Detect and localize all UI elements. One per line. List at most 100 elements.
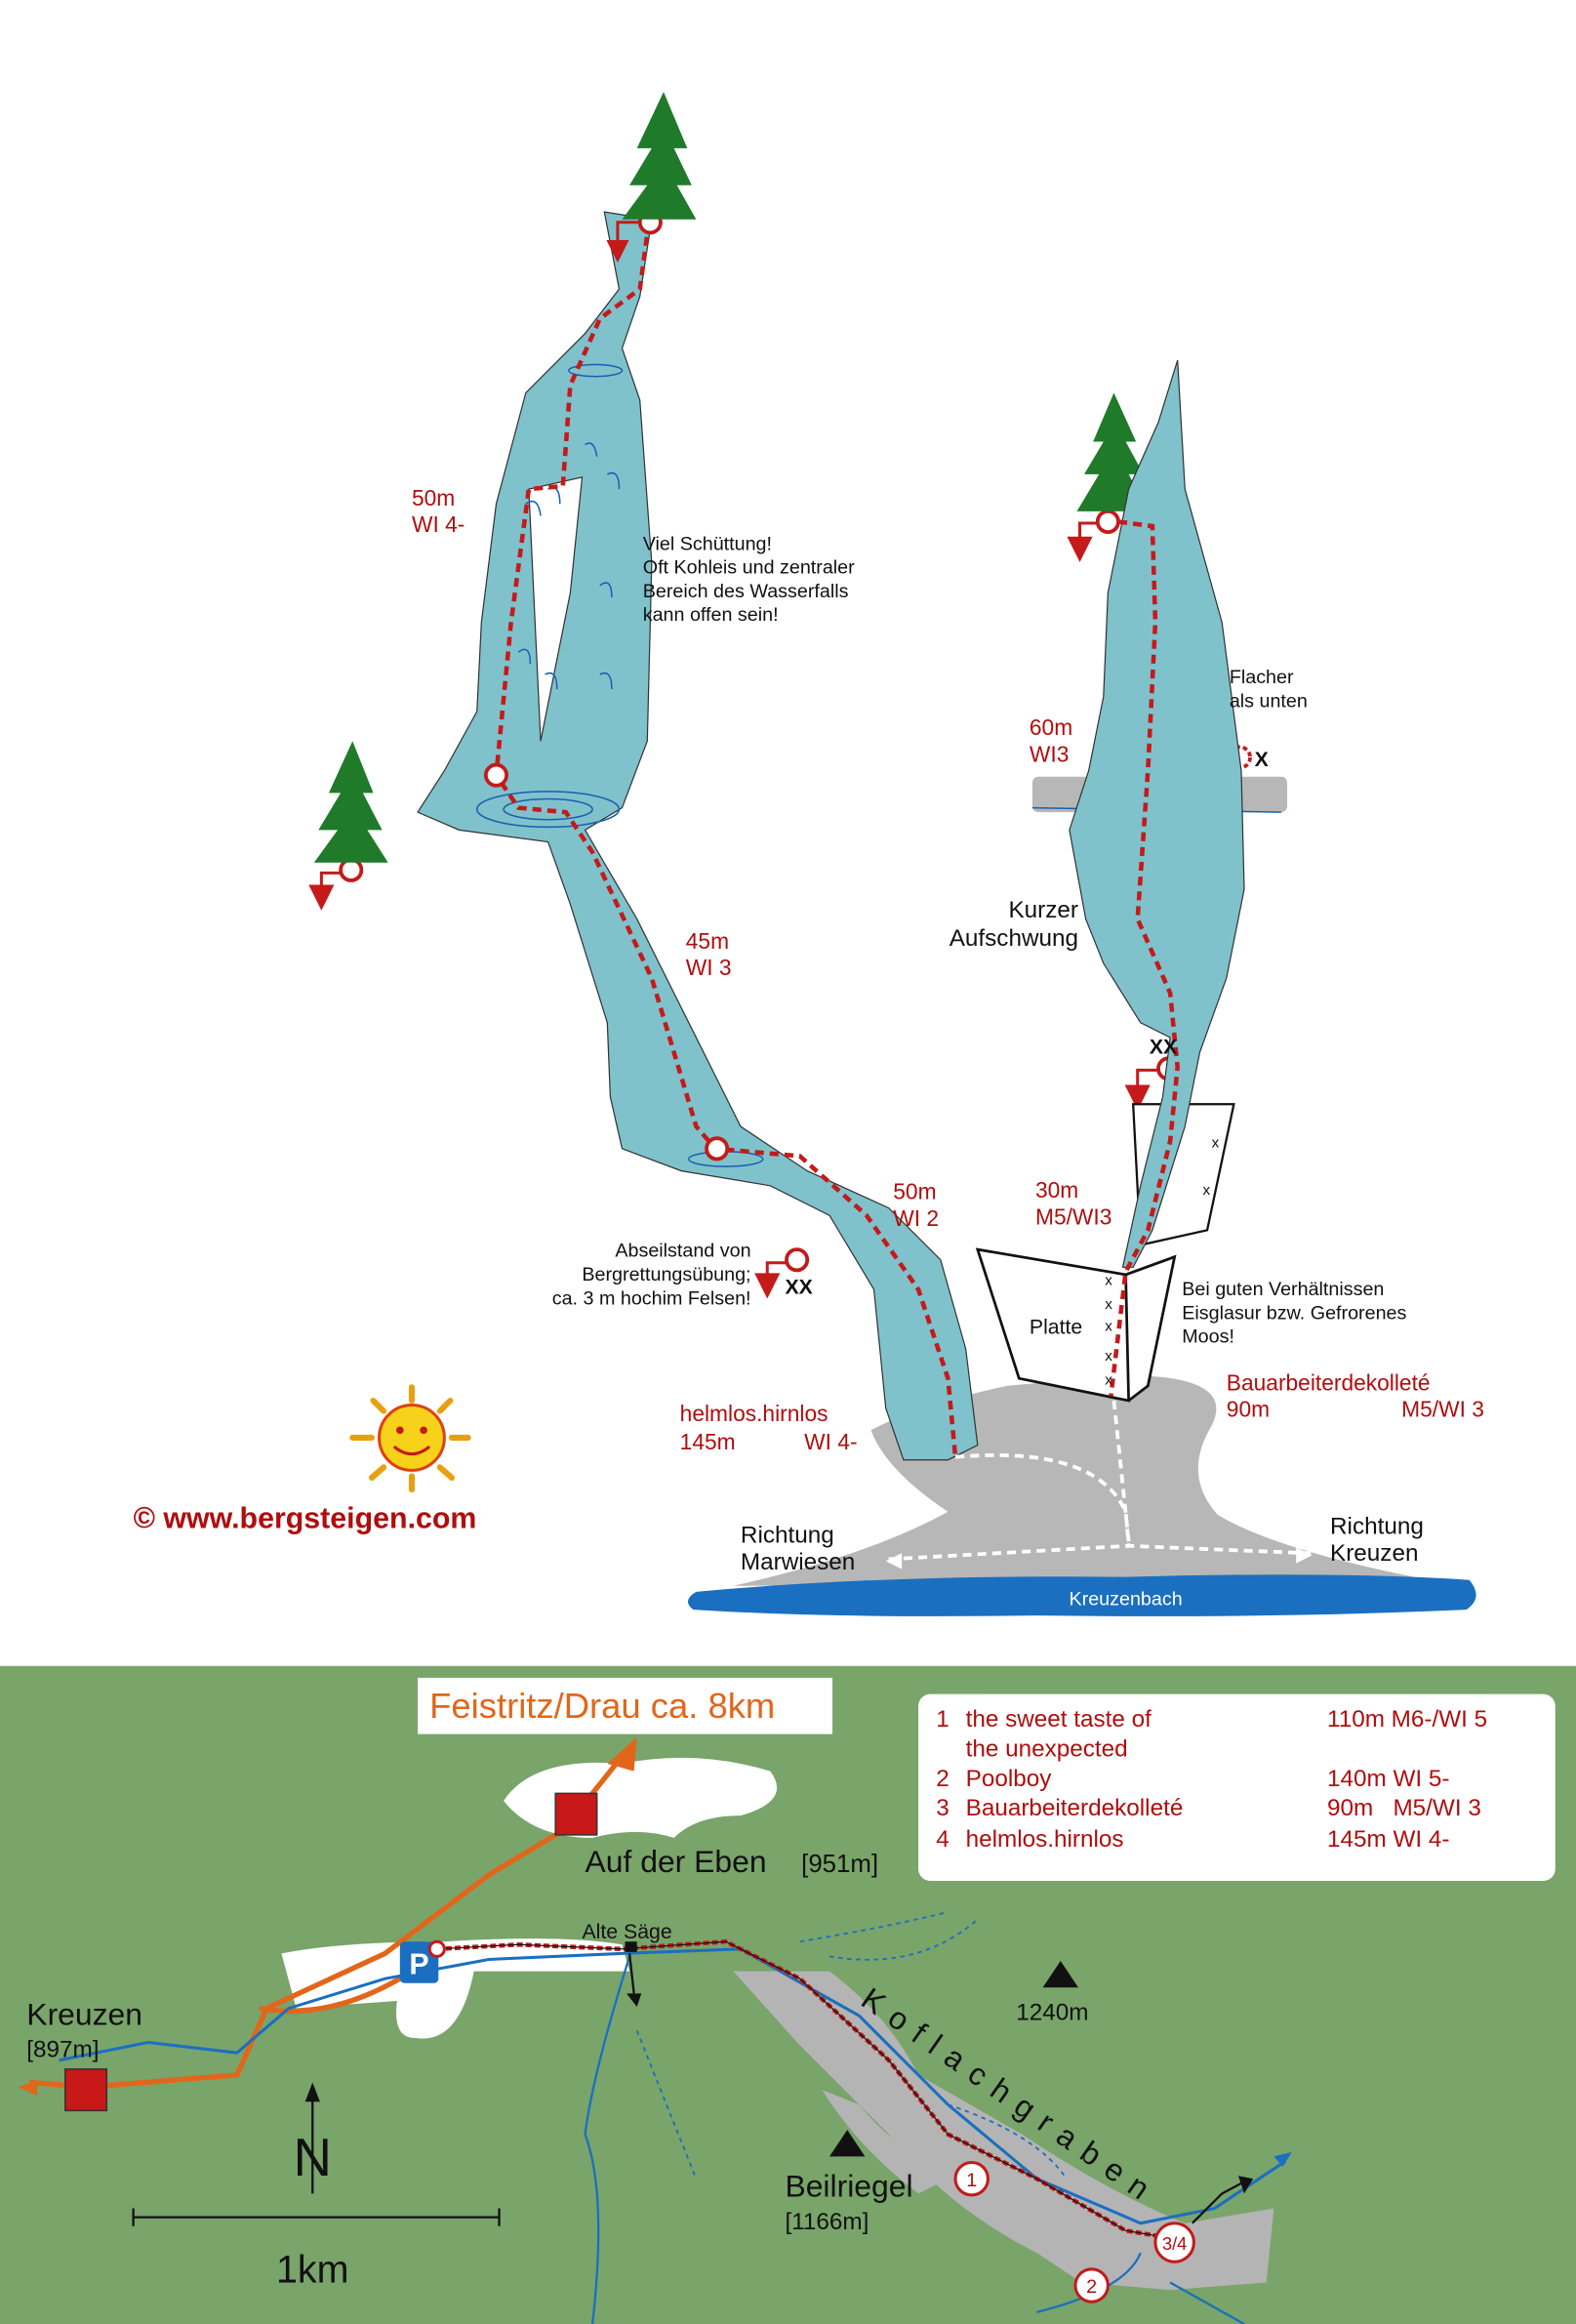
- route-helmlos-hirnlos: [494, 222, 958, 1457]
- creek-label: Kreuzenbach: [1069, 1589, 1182, 1610]
- svg-text:M5/WI 3: M5/WI 3: [1401, 1397, 1484, 1422]
- svg-text:[897m]: [897m]: [26, 2037, 99, 2063]
- svg-text:Viel Schüttung!: Viel Schüttung!: [643, 533, 772, 554]
- svg-text:Platte: Platte: [1030, 1316, 1082, 1339]
- destination-box: [418, 1677, 833, 1734]
- parking-label: P: [409, 1949, 428, 1981]
- svg-text:WI 4-: WI 4-: [412, 511, 465, 537]
- svg-text:Bereich des Wasserfalls: Bereich des Wasserfalls: [643, 581, 849, 602]
- tree-icon: [622, 92, 697, 220]
- svg-text:1km: 1km: [276, 2248, 349, 2291]
- saege-marker: [625, 1941, 637, 1952]
- right-waterfall-ice: [1069, 359, 1245, 1268]
- side-path: [627, 1953, 1245, 2224]
- svg-text:Beilriegel: Beilriegel: [785, 2168, 912, 2203]
- svg-text:140m WI 5-: 140m WI 5-: [1327, 1766, 1449, 1792]
- svg-text:Moos!: Moos!: [1182, 1326, 1234, 1348]
- dotted-streams: [635, 1910, 1068, 2180]
- svg-text:WI3: WI3: [1030, 742, 1069, 767]
- svg-text:90m: 90m: [1227, 1397, 1270, 1422]
- peak-icon: [829, 1960, 1078, 2157]
- svg-text:50m: 50m: [893, 1178, 936, 1203]
- route-bauarbeiterdekollete: [1109, 519, 1180, 1397]
- svg-text:Alte Säge: Alte Säge: [583, 1920, 672, 1943]
- svg-text:2: 2: [936, 1766, 950, 1792]
- svg-text:90m M5/WI 3: 90m M5/WI 3: [1327, 1795, 1481, 1821]
- svg-text:als unten: als unten: [1230, 690, 1308, 712]
- svg-text:Kurzer: Kurzer: [1008, 897, 1078, 923]
- svg-text:helmlos.hirnlos: helmlos.hirnlos: [680, 1401, 828, 1426]
- svg-text:[951m]: [951m]: [801, 1851, 878, 1878]
- svg-text:x: x: [1105, 1296, 1112, 1313]
- svg-text:30m: 30m: [1035, 1177, 1078, 1203]
- tree-icon: [1076, 392, 1149, 511]
- eben-square: [554, 1792, 598, 1836]
- svg-text:3/4: 3/4: [1162, 2234, 1187, 2254]
- svg-text:Richtung: Richtung: [741, 1523, 834, 1549]
- svg-text:[1166m]: [1166m]: [785, 2209, 869, 2235]
- creek-main: [59, 1947, 1287, 2225]
- svg-text:x: x: [1105, 1273, 1112, 1289]
- svg-text:XX: XX: [1150, 1036, 1177, 1059]
- bolt-marks: xx xx xx x: [1105, 1134, 1219, 1388]
- svg-text:Flacher: Flacher: [1230, 667, 1294, 688]
- creek-kreuzenbach: [687, 1574, 1476, 1616]
- svg-text:145m: 145m: [680, 1429, 736, 1454]
- svg-text:x: x: [1203, 1182, 1211, 1199]
- svg-text:Bauarbeiterdekolleté: Bauarbeiterdekolleté: [966, 1795, 1184, 1821]
- svg-text:Bergrettungsübung;: Bergrettungsübung;: [582, 1264, 750, 1285]
- svg-text:Marwiesen: Marwiesen: [741, 1549, 855, 1575]
- svg-text:x: x: [1105, 1348, 1112, 1365]
- svg-text:the unexpected: the unexpected: [966, 1735, 1128, 1762]
- north-arrow: N: [294, 2082, 332, 2194]
- svg-text:110m M6-/WI 5: 110m M6-/WI 5: [1327, 1706, 1487, 1733]
- svg-text:60m: 60m: [1030, 714, 1072, 740]
- trees: [313, 92, 1149, 863]
- route-markers: 1 2 3/4: [953, 2160, 1195, 2304]
- arrow-left-head: ◀: [886, 1548, 903, 1571]
- svg-text:M5/WI3: M5/WI3: [1035, 1203, 1111, 1229]
- svg-text:1240m: 1240m: [1016, 2000, 1088, 2026]
- arrow-right-head: ▶: [1296, 1542, 1313, 1566]
- approach-path: [888, 1400, 1312, 1562]
- svg-text:Eisglasur bzw. Gefrorenes: Eisglasur bzw. Gefrorenes: [1182, 1302, 1406, 1324]
- svg-text:Richtung: Richtung: [1330, 1514, 1424, 1540]
- svg-text:WI 3: WI 3: [686, 955, 732, 980]
- svg-text:x: x: [1212, 1134, 1220, 1151]
- svg-text:Bei guten Verhältnissen: Bei guten Verhältnissen: [1182, 1279, 1384, 1300]
- svg-text:45m: 45m: [686, 928, 729, 954]
- svg-text:Kreuzen: Kreuzen: [1330, 1540, 1418, 1567]
- topo-diagram: Kreuzenbach ◀ ▶: [134, 92, 1484, 1616]
- svg-text:145m WI 4-: 145m WI 4-: [1327, 1826, 1449, 1853]
- svg-text:Abseilstand von: Abseilstand von: [615, 1241, 750, 1262]
- pool-ripples: [475, 363, 1214, 1167]
- overview-map: P Feistritz/Drau ca. 8km Auf der Eben [95…: [0, 1665, 1576, 2324]
- copyright-link[interactable]: © www.bergsteigen.com: [134, 1503, 477, 1535]
- destination-label: Feistritz/Drau ca. 8km: [429, 1686, 775, 1726]
- svg-text:3: 3: [936, 1795, 950, 1821]
- svg-text:the sweet taste of: the sweet taste of: [966, 1706, 1152, 1733]
- rock-areas: [733, 1971, 1274, 2291]
- svg-text:N: N: [294, 2128, 332, 2187]
- tree-icon: [313, 741, 388, 863]
- svg-text:WI 4-: WI 4-: [804, 1429, 857, 1454]
- svg-text:1: 1: [936, 1706, 950, 1733]
- svg-text:Kreuzen: Kreuzen: [26, 1996, 142, 2031]
- svg-text:Aufschwung: Aufschwung: [950, 925, 1078, 952]
- svg-text:1: 1: [966, 2170, 977, 2191]
- svg-text:helmlos.hirnlos: helmlos.hirnlos: [966, 1826, 1124, 1853]
- svg-text:50m: 50m: [412, 485, 455, 510]
- sun-logo: [349, 1384, 471, 1493]
- svg-text:2: 2: [1086, 2276, 1097, 2298]
- svg-text:XX: XX: [785, 1276, 812, 1299]
- svg-text:kann offen sein!: kann offen sein!: [643, 604, 779, 626]
- svg-text:WI 2: WI 2: [893, 1205, 939, 1231]
- svg-text:x: x: [1105, 1319, 1112, 1335]
- platte-slab: [975, 1247, 1177, 1403]
- svg-text:Auf der Eben: Auf der Eben: [586, 1844, 767, 1879]
- route-legend: 1 the sweet taste of the unexpected 110m M…: [918, 1693, 1556, 1881]
- kreuzen-square: [64, 2068, 108, 2112]
- svg-text:Bauarbeiterdekolleté: Bauarbeiterdekolleté: [1227, 1369, 1431, 1395]
